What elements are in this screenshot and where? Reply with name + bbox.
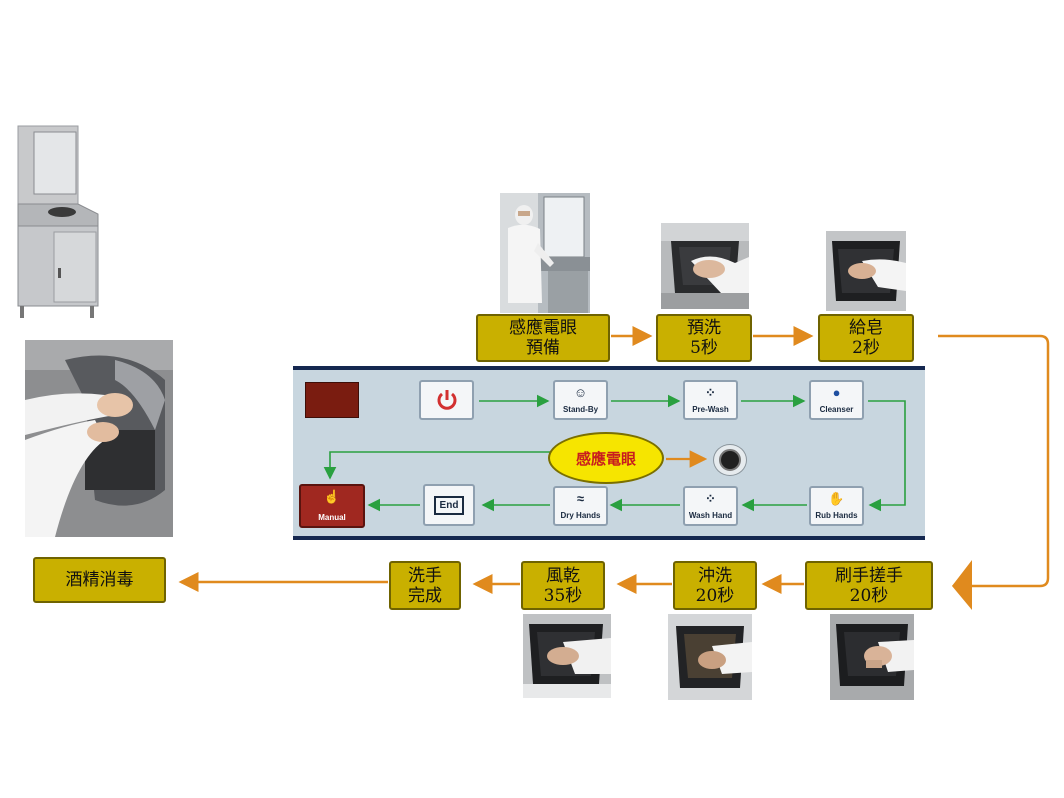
- end-label: End: [433, 495, 465, 515]
- step-rinse-line1: 沖洗: [698, 565, 732, 586]
- sensor-label-oval: 感應電眼: [548, 432, 664, 484]
- step-alcohol-line1: 酒精消毒: [65, 570, 134, 590]
- step-done-line1: 洗手: [408, 565, 442, 586]
- scrub-hands-photo: [830, 614, 914, 700]
- rub-hands-icon: ✋: [828, 491, 845, 506]
- step-sensor-ready: 感應電眼 預備: [476, 314, 610, 362]
- dryhands-button[interactable]: ≈ Dry Hands: [553, 486, 608, 526]
- step-done-line2: 完成: [408, 585, 442, 606]
- rubhands-label: Rub Hands: [815, 511, 858, 520]
- rubhands-button[interactable]: ✋ Rub Hands: [809, 486, 864, 526]
- prewash-label: Pre-Wash: [692, 405, 729, 414]
- air-dry-photo: [523, 614, 611, 698]
- hand-faucet-icon: ☝: [323, 489, 341, 504]
- washhand-label: Wash Hand: [688, 511, 733, 520]
- step-prewash-line1: 預洗: [687, 318, 721, 338]
- cleanser-button[interactable]: ● Cleanser: [809, 380, 864, 420]
- end-button[interactable]: End: [423, 484, 475, 526]
- soap-drop-icon: ●: [832, 385, 841, 400]
- power-button[interactable]: [419, 380, 474, 420]
- hand-sanitize-photo: [25, 340, 173, 537]
- step-scrub: 刷手搓手 20秒: [805, 561, 933, 610]
- step-scrub-line2: 20秒: [849, 585, 889, 606]
- wash-hand-icon: ⁘: [705, 491, 716, 506]
- step-soap-line2: 2秒: [852, 338, 880, 358]
- step-done: 洗手 完成: [389, 561, 461, 610]
- panel-flow-arrows: [323, 394, 906, 512]
- step-alcohol: 酒精消毒: [33, 557, 166, 603]
- step-prewash: 預洗 5秒: [656, 314, 752, 362]
- step-dry: 風乾 35秒: [521, 561, 605, 610]
- arrow-head-large: [952, 560, 972, 612]
- step-rinse-line2: 20秒: [695, 585, 735, 606]
- step-dry-line2: 35秒: [543, 585, 583, 606]
- step-sensor-ready-line1: 感應電眼: [509, 318, 577, 338]
- standby-label: Stand-By: [562, 405, 599, 414]
- step-sensor-ready-line2: 預備: [526, 338, 560, 358]
- standby-button[interactable]: ☺ Stand-By: [553, 380, 608, 420]
- rinse-photo: [668, 614, 752, 700]
- panel-display: [305, 382, 359, 418]
- washhand-button[interactable]: ⁘ Wash Hand: [683, 486, 738, 526]
- cleanser-label: Cleanser: [819, 405, 854, 414]
- arrow-soap-to-scrub: [938, 334, 1050, 588]
- power-icon: [437, 390, 456, 410]
- step-scrub-line1: 刷手搓手: [835, 565, 903, 586]
- prewash-button[interactable]: ⁘ Pre-Wash: [683, 380, 738, 420]
- step-rinse: 沖洗 20秒: [673, 561, 757, 610]
- soap-dispense-photo: [826, 231, 906, 311]
- sensor-eye-icon: [713, 444, 747, 476]
- step-prewash-line2: 5秒: [690, 338, 718, 358]
- operator-standby-photo: [500, 193, 590, 313]
- sensor-label: 感應電眼: [575, 449, 636, 468]
- manual-button[interactable]: ☝ Manual: [299, 484, 365, 528]
- dryhands-label: Dry Hands: [560, 511, 601, 520]
- step-soap-line1: 給皂: [849, 318, 883, 338]
- dry-hands-icon: ≈: [576, 491, 585, 506]
- person-icon: ☺: [573, 385, 588, 400]
- control-panel: ☺ Stand-By ⁘ Pre-Wash ● Cleanser 感應電眼 ☝ …: [293, 366, 925, 540]
- hand-wash-station-photo: [12, 122, 112, 322]
- step-soap: 給皂 2秒: [818, 314, 914, 362]
- manual-label: Manual: [318, 513, 346, 522]
- step-dry-line1: 風乾: [546, 565, 580, 586]
- prewash-photo: [661, 223, 749, 309]
- shower-icon: ⁘: [705, 385, 716, 400]
